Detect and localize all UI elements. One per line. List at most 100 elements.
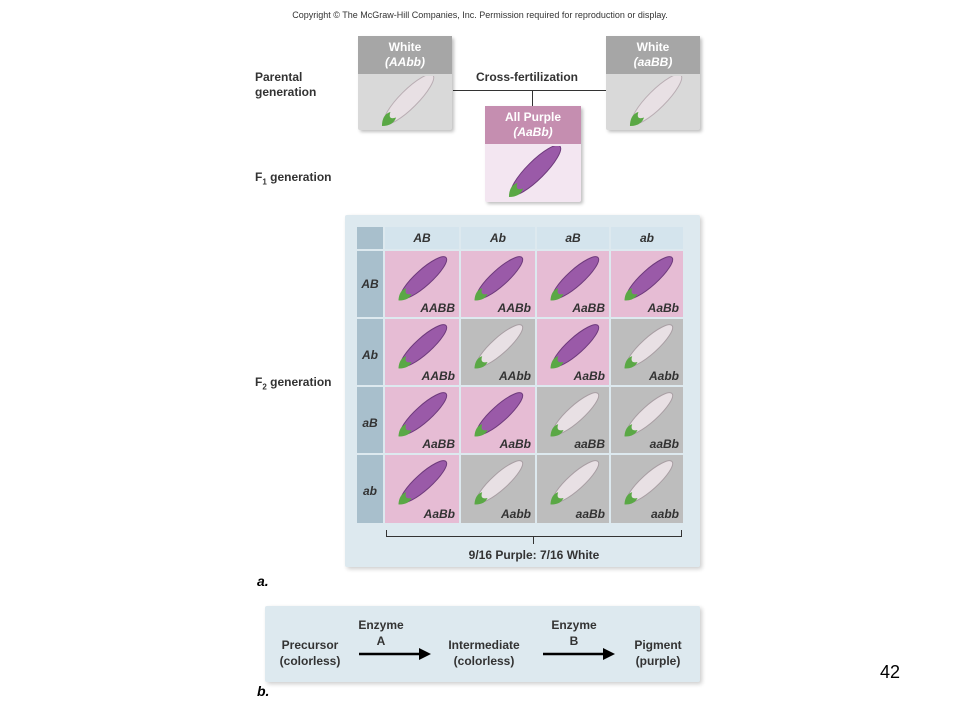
arrow-right-icon [543,648,615,660]
f2-label-suffix: generation [266,375,332,389]
ratio-bracket [386,536,682,537]
genotype-label: AABB [420,301,455,315]
purple-corn-icon [474,392,524,437]
white-corn-icon [474,324,524,369]
enzyme-b-line2: B [569,634,579,648]
f1-card: All Purple (AaBb) [485,106,581,202]
parent-card-right: White (aaBB) [606,36,700,130]
arrow-right-icon [359,648,431,660]
precursor-label: Precursor (colorless) [270,637,350,669]
genotype-label: AaBB [572,301,605,315]
row-header: AB [357,251,383,317]
f1-label-sub: 1 [262,177,267,187]
purple-corn-icon [550,256,600,301]
intermediate-line2: (colorless) [453,654,515,668]
genotype-label: Aabb [649,369,679,383]
punnett-cell: AaBb [611,251,683,317]
punnett-cell: AAbb [461,319,535,385]
punnett-cell: AaBB [537,251,609,317]
white-corn-icon [550,392,600,437]
genotype-label: AaBB [422,437,455,451]
panel-label-b: b. [257,683,270,699]
genotype-label: AaBb [423,507,455,521]
parental-label-line2: generation [255,85,317,99]
row-header: aB [357,387,383,453]
genotype-label: AAbb [499,369,531,383]
copyright-notice: Copyright © The McGraw-Hill Companies, I… [292,10,668,20]
phenotype-ratio: 9/16 Purple: 7/16 White [468,548,600,562]
genotype-label: AaBb [647,301,679,315]
intermediate-line1: Intermediate [448,638,520,652]
enzyme-b-line1: Enzyme [551,618,597,632]
white-corn-icon [550,460,600,505]
f1-phenotype: All Purple [504,110,561,124]
parent-left-genotype: (AAbb) [385,55,425,69]
cross-drop-line [532,90,533,106]
punnett-cell: AaBb [385,455,459,523]
ratio-bracket-left [386,530,387,537]
punnett-cell: AaBb [461,387,535,453]
punnett-cell: AABb [385,319,459,385]
purple-corn-icon [550,324,600,369]
pathway-panel [265,606,700,682]
genotype-label: AaBb [573,369,605,383]
genotype-label: aaBb [575,507,605,521]
precursor-line2: (colorless) [279,654,341,668]
genotype-label: AaBb [499,437,531,451]
enzyme-a-label: Enzyme A [356,617,406,649]
genotype-label: AABb [497,301,531,315]
genotype-label: aaBB [574,437,605,451]
page-number: 42 [880,662,901,682]
ratio-bracket-center [533,536,534,544]
purple-corn-icon [398,324,448,369]
pigment-label: Pigment (purple) [620,637,696,669]
row-header: Ab [357,319,383,385]
genotype-label: Aabb [501,507,531,521]
parent-left-header: White (AAbb) [358,36,452,74]
parent-card-left: White (AAbb) [358,36,452,130]
punnett-cell: AABB [385,251,459,317]
punnett-cell: AaBB [385,387,459,453]
panel-label-a: a. [257,573,269,589]
enzyme-a-line1: Enzyme [358,618,404,632]
cross-fertilization-label: Cross-fertilization [476,70,579,84]
column-header: Ab [461,227,535,249]
punnett-cell: AABb [461,251,535,317]
row-header: ab [357,455,383,523]
punnett-cell: aabb [611,455,683,523]
white-corn-icon [624,460,674,505]
pigment-line2: (purple) [635,654,681,668]
parent-right-phenotype: White [636,40,670,54]
purple-corn-icon [398,392,448,437]
f1-label-suffix: generation [266,170,332,184]
punnett-cell: AaBb [537,319,609,385]
enzyme-a-line2: A [376,634,386,648]
intermediate-label: Intermediate (colorless) [434,637,534,669]
cross-line [453,90,608,91]
f2-generation-label: F2 generation [255,375,331,394]
f1-header: All Purple (AaBb) [485,106,581,144]
purple-corn-icon [398,256,448,301]
ratio-bracket-right [681,530,682,537]
white-corn-icon [381,76,435,127]
purple-corn-icon [474,256,524,301]
parental-generation-label: Parental generation [255,70,316,100]
white-corn-icon [474,460,524,505]
parent-right-header: White (aaBB) [606,36,700,74]
column-header: ab [611,227,683,249]
f2-label-sub: 2 [262,382,267,392]
enzyme-b-label: Enzyme B [549,617,599,649]
punnett-cell: aaBb [611,387,683,453]
f1-genotype: (AaBb) [513,125,553,139]
parental-label-line1: Parental [255,70,303,84]
punnett-corner [357,227,383,249]
white-corn-icon [624,324,674,369]
parent-right-genotype: (aaBB) [633,55,673,69]
f1-generation-label: F1 generation [255,170,331,189]
precursor-line1: Precursor [281,638,339,652]
purple-corn-icon [624,256,674,301]
purple-corn-icon [398,460,448,505]
column-header: AB [385,227,459,249]
column-header: aB [537,227,609,249]
punnett-cell: Aabb [461,455,535,523]
